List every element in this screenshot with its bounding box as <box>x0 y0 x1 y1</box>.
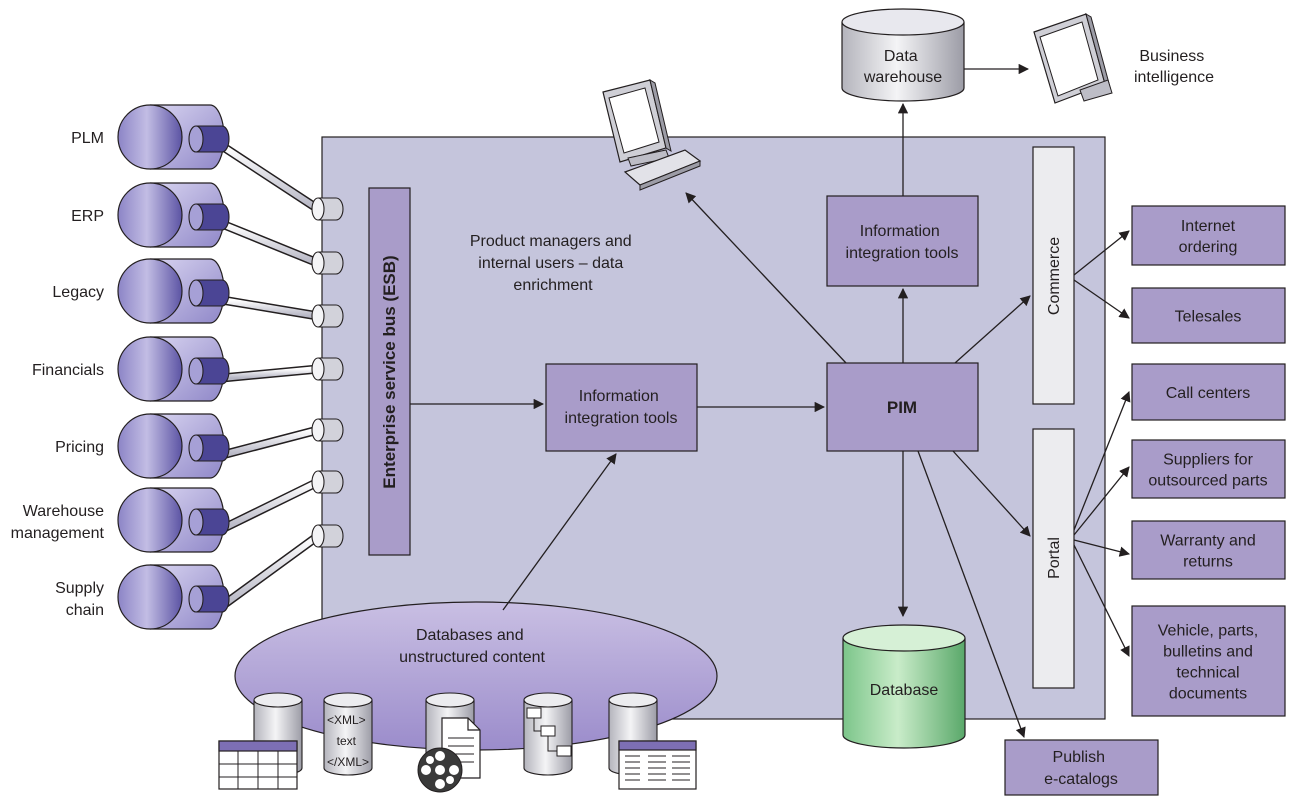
database-cylinder <box>842 624 966 749</box>
publish-box <box>1004 739 1159 796</box>
output-label: Vehicle, parts, <box>1158 623 1259 640</box>
bi-monitor-icon <box>1033 12 1113 104</box>
source-label: Legacy <box>52 284 104 301</box>
database-label: Database <box>870 682 939 699</box>
output-box: Suppliers for outsourced parts <box>1131 439 1286 499</box>
arrow-portal-to-suppliers <box>1073 466 1130 536</box>
film-reel-icon <box>417 747 463 793</box>
source-label: Supply <box>55 580 104 597</box>
small-cylinder <box>323 692 373 776</box>
output-label: bulletins and <box>1163 644 1253 661</box>
output-label: Internet <box>1181 218 1236 235</box>
source-pricing: Pricing <box>55 413 344 479</box>
esb-bar <box>368 187 411 556</box>
arrow-portal-to-vehicle <box>1073 544 1130 657</box>
data-warehouse-label: Data warehouse <box>863 48 942 86</box>
esb-label: Enterprise service bus (ESB) <box>380 255 399 488</box>
output-label: returns <box>1183 554 1233 571</box>
business-intelligence-label: Business intelligence <box>1134 48 1214 86</box>
flowchart-icon <box>526 707 572 757</box>
commerce-bar <box>1032 146 1075 405</box>
output-label: Telesales <box>1175 309 1242 326</box>
output-box: Vehicle, parts, bulletins and technical doc… <box>1131 605 1286 717</box>
integration-tools-center-label: Information integration tools <box>565 388 678 427</box>
arrow-pim-to-commerce <box>954 295 1031 364</box>
integration-tools-center <box>545 363 698 452</box>
table-grid-icon <box>218 740 298 790</box>
source-label: PLM <box>71 130 104 147</box>
arrow-pim-to-monitor <box>685 192 847 364</box>
pim-label: PIM <box>887 398 917 417</box>
arrow-commerce-to-internet <box>1073 230 1130 276</box>
arrow-pim-to-portal <box>952 450 1031 537</box>
source-label: chain <box>66 602 104 619</box>
source-label: ERP <box>71 208 104 225</box>
output-box: Internet ordering <box>1131 205 1286 266</box>
web-page-icon <box>618 740 697 790</box>
arrow-portal-to-warranty <box>1073 539 1131 557</box>
output-label: ordering <box>1179 239 1238 256</box>
source-erp: ERP <box>71 182 344 275</box>
portal-bar <box>1032 428 1075 689</box>
output-label: Warranty and <box>1160 533 1255 550</box>
output-box: Call centers <box>1131 363 1286 421</box>
source-label: Pricing <box>55 439 104 456</box>
source-plm: PLM <box>71 104 344 221</box>
publish-label: Publish e-catalogs <box>1044 749 1118 788</box>
xml-icon-text: <XML> text </XML> <box>327 713 369 769</box>
arrow-commerce-to-telesales <box>1073 279 1130 319</box>
databases-unstructured-label: Databases and unstructured content <box>399 627 545 666</box>
source-supply: Supply chain <box>55 524 344 630</box>
output-box: Telesales <box>1131 287 1286 344</box>
output-box: Warranty and returns <box>1131 520 1286 580</box>
commerce-label: Commerce <box>1046 237 1063 315</box>
output-label: Call centers <box>1166 385 1250 402</box>
arrow-portal-to-callcenters <box>1073 391 1131 531</box>
data-warehouse-cylinder <box>841 8 965 102</box>
source-warehouse: Warehouse management <box>11 470 344 553</box>
source-legacy: Legacy <box>52 258 344 328</box>
connector-arrows <box>410 63 1131 738</box>
integration-tools-top <box>826 195 979 287</box>
output-label: Suppliers for <box>1163 452 1253 469</box>
product-managers-text: Product managers and internal users – da… <box>470 233 636 294</box>
computer-monitor-icon <box>602 78 702 191</box>
source-label: management <box>11 525 105 542</box>
integration-tools-top-label: Information integration tools <box>846 223 959 262</box>
source-financials: Financials <box>32 336 344 402</box>
source-label: Warehouse <box>23 503 104 520</box>
source-label: Financials <box>32 362 104 379</box>
output-label: technical <box>1176 665 1239 682</box>
output-label: outsourced parts <box>1148 473 1267 490</box>
output-label: documents <box>1169 686 1247 703</box>
arrow-pim-to-publish <box>917 450 1026 738</box>
arrow-content-to-tools <box>502 453 617 611</box>
portal-label: Portal <box>1046 537 1063 579</box>
